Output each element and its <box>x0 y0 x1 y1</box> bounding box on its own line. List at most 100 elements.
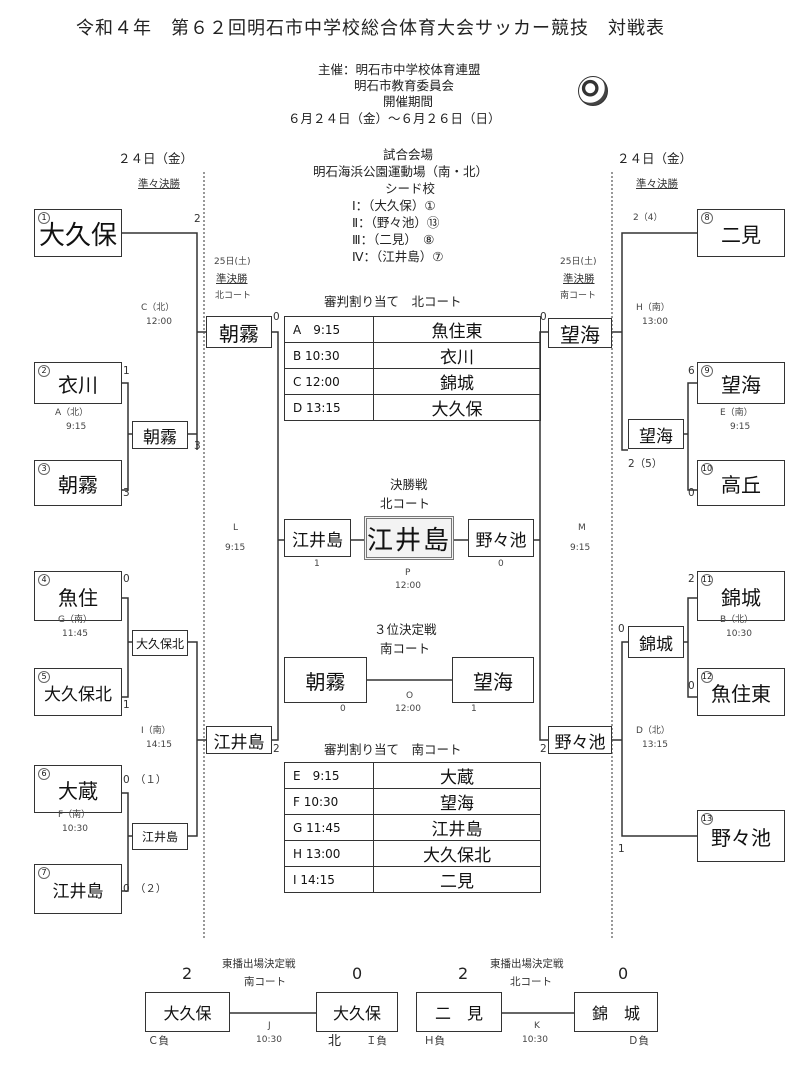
period-label: 開催期間 <box>383 94 434 109</box>
score: 2 <box>194 213 201 225</box>
match-time: 9:15 <box>570 543 591 553</box>
venue: 明石海浜公園運動場（南・北） <box>313 164 489 179</box>
team-name: 江井島 <box>141 830 178 844</box>
seed-number: 1 <box>38 212 50 224</box>
team-name: 二見 <box>721 222 761 247</box>
loser-note: Ｉ負 <box>366 1035 387 1047</box>
team-cell: 大久保 <box>373 394 541 421</box>
score: 1 <box>123 699 130 711</box>
team-name: 野々池 <box>711 825 771 850</box>
team-box-12: 12 魚住東 <box>697 668 785 716</box>
team-name: 大久保 <box>38 220 117 251</box>
match-time: 10:30 <box>726 629 752 639</box>
seed-number: 2 <box>38 365 50 377</box>
left-semi-team-1: 朝霧 <box>206 316 272 348</box>
third-place-label: ３位決定戦 <box>374 622 437 637</box>
score: 0 <box>618 623 625 635</box>
score: 2 <box>458 964 469 983</box>
team-box-3: 3 朝霧 <box>34 460 122 506</box>
right-semi-team-2: 野々池 <box>548 726 612 754</box>
score: 2 <box>182 964 193 983</box>
match-time: 11:45 <box>62 629 88 639</box>
score: 0 <box>352 964 363 983</box>
slot-cell: H 13:00 <box>284 840 374 867</box>
page-title: 令和４年 第６２回明石市中学校総合体育大会サッカー競技 対戦表 <box>76 18 665 39</box>
score: 0 <box>340 704 346 714</box>
team-box-13: 13 野々池 <box>697 810 785 862</box>
match-time: 10:30 <box>256 1035 282 1045</box>
seed-number: 8 <box>701 212 713 224</box>
match-label: A（北） <box>55 408 89 418</box>
seed-number: 6 <box>38 768 50 780</box>
left-semi-label: 準決勝 <box>216 273 248 285</box>
left-date: ２４日（金） <box>118 151 194 166</box>
team-cell: 江井島 <box>373 814 541 841</box>
score: 1 <box>471 704 477 714</box>
tohan-label: 東播出場決定戦 <box>490 958 564 970</box>
score: 0 <box>688 487 695 499</box>
team-name: 高丘 <box>721 472 761 497</box>
score: 0 （１） <box>123 774 167 786</box>
loser-note: Ｈ負 <box>424 1035 445 1047</box>
tohan-right-team: 大久保 <box>316 992 398 1032</box>
match-label: F（南） <box>58 810 91 820</box>
match-time: 12:00 <box>395 704 421 714</box>
tohan-left-team: 大久保 <box>145 992 230 1032</box>
team-name: 望海 <box>721 372 761 397</box>
team-name: 望海 <box>560 322 600 347</box>
tohan-label: 東播出場決定戦 <box>222 958 296 970</box>
team-cell: 錦城 <box>373 368 541 395</box>
left-r1-winner-1: 朝霧 <box>132 421 188 449</box>
team-cell: 大蔵 <box>373 762 541 789</box>
match-label: E（南） <box>720 408 753 418</box>
team-name: 望海 <box>473 669 513 694</box>
team-name: 野々池 <box>475 530 527 551</box>
right-date: ２４日（金） <box>617 151 693 166</box>
team-name: 錦 城 <box>591 1004 640 1023</box>
champion-box: 江井島 <box>364 516 454 560</box>
match-label: K <box>534 1021 540 1031</box>
match-label: J <box>268 1021 271 1031</box>
score: 2 <box>273 743 280 755</box>
team-name: 朝霧 <box>219 321 259 346</box>
match-label: O <box>406 691 414 701</box>
score: 2（4） <box>633 213 663 223</box>
team-name: 大久保北 <box>44 684 112 705</box>
team-box-5: 5 大久保北 <box>34 668 122 716</box>
right-semi-court: 南コート <box>560 291 597 301</box>
team-suffix: 北 <box>328 1034 342 1049</box>
left-semi-court: 北コート <box>215 291 252 301</box>
score: 1 <box>314 559 320 569</box>
team-box-1: 1 大久保 <box>34 209 122 257</box>
team-name: 錦城 <box>721 585 761 610</box>
seed-number: 11 <box>701 574 713 586</box>
tohan-right-team: 錦 城 <box>574 992 658 1032</box>
seed-number: 9 <box>701 365 713 377</box>
right-round-label: 準々決勝 <box>636 178 678 190</box>
match-label: C（北） <box>141 303 175 313</box>
team-box-11: 11 錦城 <box>697 571 785 621</box>
team-cell: 魚住東 <box>373 316 541 343</box>
team-box-7: 7 江井島 <box>34 864 122 914</box>
match-time: 14:15 <box>146 740 172 750</box>
right-r1-winner-2: 錦城 <box>628 626 684 658</box>
score: 3 <box>123 487 130 499</box>
seed-number: 10 <box>701 463 713 475</box>
team-box-8: 8 二見 <box>697 209 785 257</box>
match-time: 10:30 <box>522 1035 548 1045</box>
team-name: 大久保 <box>332 1004 381 1023</box>
slot-cell: F 10:30 <box>284 788 374 815</box>
team-name: 大久保 <box>163 1004 212 1023</box>
team-name: 二 見 <box>434 1004 483 1023</box>
north-schedule-title: 審判割り当て 北コート <box>324 294 462 309</box>
match-label: H（南） <box>636 303 670 313</box>
champion-name: 江井島 <box>367 525 452 556</box>
team-name: 江井島 <box>52 881 104 902</box>
slot-cell: A 9:15 <box>284 316 374 343</box>
score: 3 <box>194 440 201 452</box>
final-court: 北コート <box>380 496 431 511</box>
